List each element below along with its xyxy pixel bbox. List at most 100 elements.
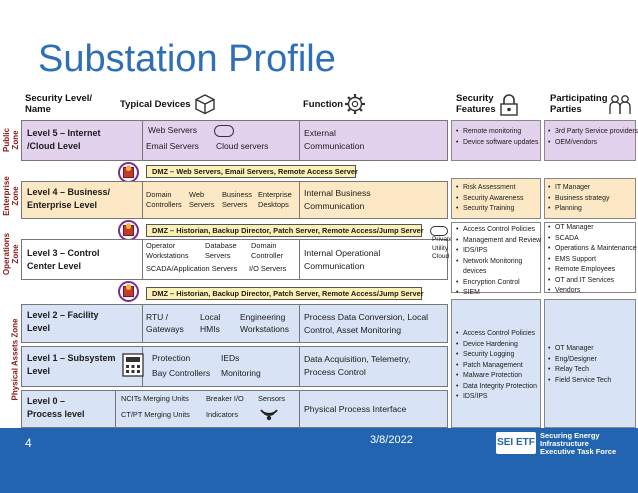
security-feature-item: IDS/IPS — [456, 392, 540, 403]
security-feature-item: Management and Review — [456, 236, 541, 247]
security-features-enterprise-list: Risk AssessmentSecurity AwarenessSecurit… — [456, 183, 540, 215]
level4-band — [21, 181, 448, 219]
security-feature-item: Remote monitoring — [456, 127, 540, 138]
divider — [299, 181, 300, 219]
device-hmis-line2: HMIs — [200, 324, 220, 334]
header-security-level: Security Level/ Name — [25, 93, 92, 115]
level4-name-line2: Enterprise Level — [27, 200, 98, 210]
logo-mark-text: SEI ETF — [497, 437, 535, 448]
security-feature-item: Malware Protection — [456, 371, 540, 382]
level3-function-line1: Internal Operational — [304, 248, 381, 258]
zone-label-enterprise: Enterprise Zone — [2, 168, 20, 224]
party-item: Planning — [548, 204, 635, 215]
level1-name-line1: Level 1 – Subsystem — [27, 353, 116, 363]
private-cloud-line3: Cloud — [432, 253, 450, 260]
party-item: Eng/Designer — [548, 355, 635, 366]
device-business-line2: Servers — [222, 200, 248, 209]
divider — [299, 390, 300, 428]
cloud-icon — [430, 226, 448, 236]
device-operator-workstations: Operator Workstations — [146, 241, 189, 261]
ied-device-icon — [122, 353, 144, 377]
party-item: Business strategy — [548, 194, 635, 205]
level2-function: Process Data Conversion, Local Control, … — [304, 311, 428, 337]
level0-name-line1: Level 0 – — [27, 396, 66, 406]
level3-function: Internal Operational Communication — [304, 247, 380, 273]
device-ctpt-merging-units: CT/PT Merging Units — [121, 410, 190, 419]
level3-function-line2: Communication — [304, 261, 365, 271]
security-feature-item: Security Training — [456, 204, 540, 215]
divider — [299, 346, 300, 387]
private-cloud-line2: Utility — [432, 244, 449, 252]
device-sensors: Sensors — [258, 394, 286, 403]
zone-public-line2: Zone — [11, 130, 20, 150]
security-feature-item: Patch Management — [456, 361, 540, 372]
device-web-line2: Servers — [189, 200, 215, 209]
level4-function-line1: Internal Business — [304, 188, 371, 198]
security-feature-item: Encryption Control — [456, 278, 540, 289]
header-security-level-line2: Name — [25, 104, 51, 115]
level2-name-line1: Level 2 – Facility — [27, 310, 99, 320]
level2-name-line2: Level — [27, 323, 51, 333]
device-domain-controllers: Domain Controllers — [146, 190, 182, 210]
level1-name-line2: Level — [27, 366, 51, 376]
device-enterprise-line2: Desktops — [258, 200, 289, 209]
level2-function-line1: Process Data Conversion, Local — [304, 312, 429, 322]
header-function: Function — [303, 99, 344, 110]
device-enterprise-line1: Enterprise — [258, 190, 292, 199]
device-ieds: IEDs — [221, 353, 240, 363]
device-monitoring: Monitoring — [221, 368, 261, 378]
device-breaker-io: Breaker I/O — [206, 394, 244, 403]
zone-enterprise-line2: Zone — [11, 186, 20, 206]
divider — [142, 181, 143, 219]
level0-name-line2: Process level — [27, 409, 85, 419]
level0-band — [21, 390, 448, 428]
device-operator-line1: Operator — [146, 241, 176, 250]
level3-name-line2: Center Level — [27, 261, 82, 271]
parties-enterprise: IT ManagerBusiness strategyPlanning — [544, 178, 636, 219]
header-participating-parties: Participating Parties — [550, 93, 608, 115]
security-features-operations-list: Access Control PoliciesManagement and Re… — [456, 225, 541, 299]
level5-function: External Communication — [304, 127, 364, 153]
zone-operations-line2: Zone — [11, 244, 20, 264]
device-domain-line2: Controllers — [146, 200, 182, 209]
security-features-physical: Access Control PoliciesDevice HardeningS… — [451, 299, 541, 428]
header-security-features-line1: Security — [456, 93, 494, 104]
zone-enterprise-line1: Enterprise — [2, 176, 11, 216]
security-feature-item: Security Logging — [456, 350, 540, 361]
parties-physical-list: OT ManagerEng/DesignerRelay TechField Se… — [548, 344, 635, 386]
divider — [142, 239, 143, 280]
security-features-enterprise: Risk AssessmentSecurity AwarenessSecurit… — [451, 178, 541, 219]
party-item: Operations & Maintenance — [548, 244, 637, 255]
device-web-line1: Web — [189, 190, 205, 199]
security-features-public: Remote monitoringDevice software updates — [451, 120, 541, 161]
security-features-physical-list: Access Control PoliciesDevice HardeningS… — [456, 329, 540, 403]
cube-icon — [195, 94, 215, 115]
device-business-line1: Business — [222, 190, 252, 199]
private-cloud-label: Private/ Utility Cloud — [432, 236, 454, 262]
party-item: OT and IT Services — [548, 276, 635, 287]
level2-band — [21, 304, 448, 343]
level5-function-line1: External — [304, 128, 336, 138]
level1-function: Data Acquisition, Telemetry, Process Con… — [304, 353, 410, 379]
level5-band — [21, 120, 448, 161]
header-security-level-line1: Security Level/ — [25, 93, 93, 104]
logo-text: Securing Energy Infrastructure Executive… — [540, 432, 616, 456]
security-feature-item: Data Integrity Protection — [456, 382, 540, 393]
firewall-icon — [118, 220, 139, 241]
level4-function-line2: Communication — [304, 201, 365, 211]
party-item: Field Service Tech — [548, 376, 635, 387]
device-enterprise-desktops: Enterprise Desktops — [258, 190, 292, 210]
divider — [142, 120, 143, 161]
device-database-servers: Database Servers — [205, 241, 237, 261]
level0-function: Physical Process Interface — [304, 404, 407, 414]
parties-enterprise-list: IT ManagerBusiness strategyPlanning — [548, 183, 635, 215]
padlock-icon — [500, 94, 518, 116]
party-item: OEM/vendors — [548, 138, 635, 149]
level4-function: Internal Business Communication — [304, 187, 371, 213]
device-rtu-line2: Gateways — [146, 324, 184, 334]
device-io-servers: I/O Servers — [249, 264, 287, 273]
security-feature-item: Network Monitoring — [456, 257, 540, 268]
header-participating-line1: Participating — [550, 93, 608, 104]
level3-band — [21, 239, 448, 280]
parties-physical: OT ManagerEng/DesignerRelay TechField Se… — [544, 299, 636, 428]
